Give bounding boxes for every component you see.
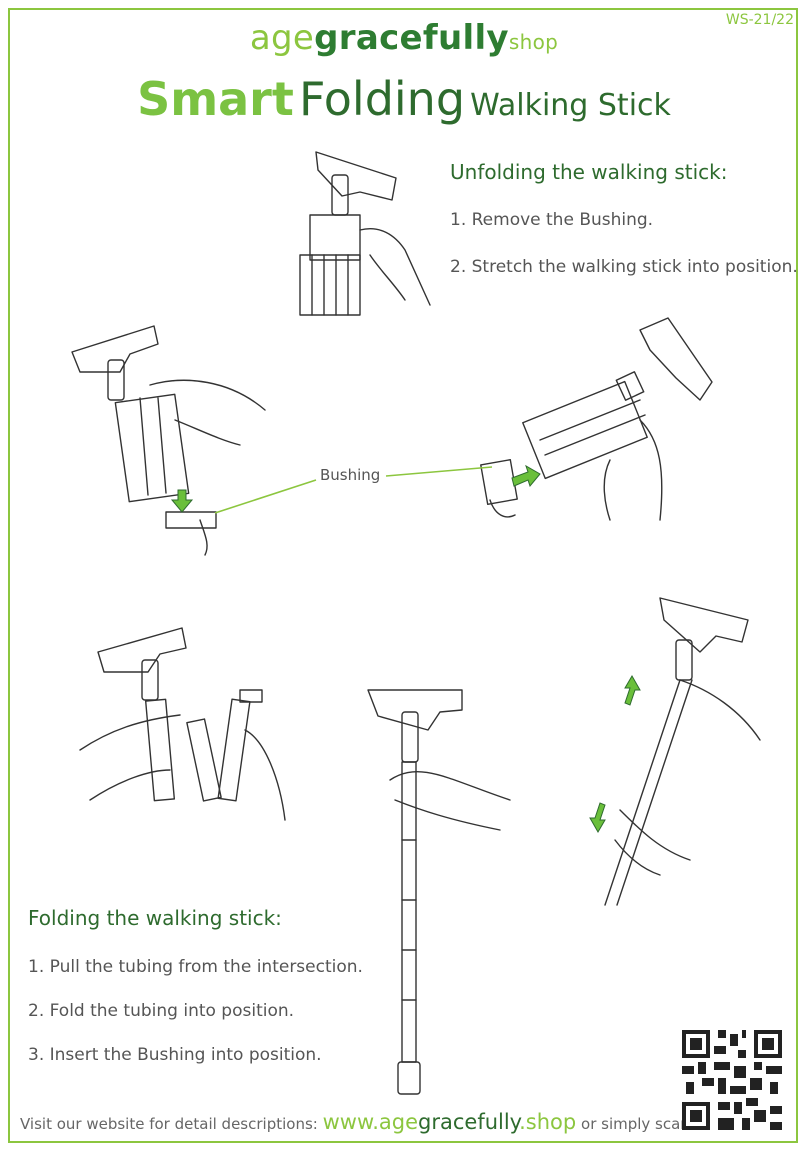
page-border (8, 8, 798, 1143)
stretching-stick-illustration-right (604, 597, 761, 906)
footer-text: Visit our website for detail description… (20, 1115, 318, 1133)
title-folding: Folding (298, 72, 466, 126)
arrow-down-icon-2 (589, 802, 606, 833)
arrow-down-icon (170, 489, 194, 513)
folding-step-3: 3. Insert the Bushing into position. (28, 1045, 322, 1065)
footer: Visit our website for detail description… (20, 1110, 695, 1134)
brand-logo: agegracefullyshop (0, 18, 808, 58)
folding-heading: Folding the walking stick: (28, 906, 282, 930)
url-part-shop: .shop (519, 1110, 577, 1134)
folded-stick-illustration-top (299, 151, 431, 316)
arrow-right-icon (511, 464, 541, 488)
unfolding-step-2: 2. Stretch the walking stick into positi… (450, 257, 798, 277)
bushing-guide-line-left (214, 479, 317, 514)
brand-part-shop: shop (508, 30, 559, 54)
title-smart: Smart (137, 72, 294, 126)
title-walking-stick: Walking Stick (470, 88, 671, 123)
arrow-up-icon (624, 675, 641, 706)
document-code: WS-21/22 (725, 12, 794, 28)
brand-part-age: age (249, 18, 315, 58)
page-title: Smart Folding Walking Stick (0, 72, 808, 126)
unfolding-step-1: 1. Remove the Bushing. (450, 210, 654, 230)
brand-part-gracefully: gracefully (314, 18, 509, 58)
folded-stick-illustration-right (480, 317, 713, 521)
bushing-label: Bushing (320, 466, 381, 484)
folding-step-1: 1. Pull the tubing from the intersection… (28, 957, 363, 977)
url-part-www-age: www.age (322, 1110, 419, 1134)
full-stick-illustration-center (367, 689, 511, 1095)
folded-stick-illustration-left (71, 325, 266, 556)
url-part-gracefully: gracefully (418, 1110, 520, 1134)
footer-scan-text: or simply scan: (581, 1115, 695, 1133)
bushing-guide-line-right (385, 466, 493, 477)
unfolding-heading: Unfolding the walking stick: (450, 160, 728, 184)
folding-stick-illustration-left (79, 627, 286, 821)
folding-step-2: 2. Fold the tubing into position. (28, 1001, 295, 1021)
footer-url[interactable]: www.agegracefully.shop (323, 1110, 577, 1134)
qr-code-icon[interactable] (682, 1030, 782, 1130)
